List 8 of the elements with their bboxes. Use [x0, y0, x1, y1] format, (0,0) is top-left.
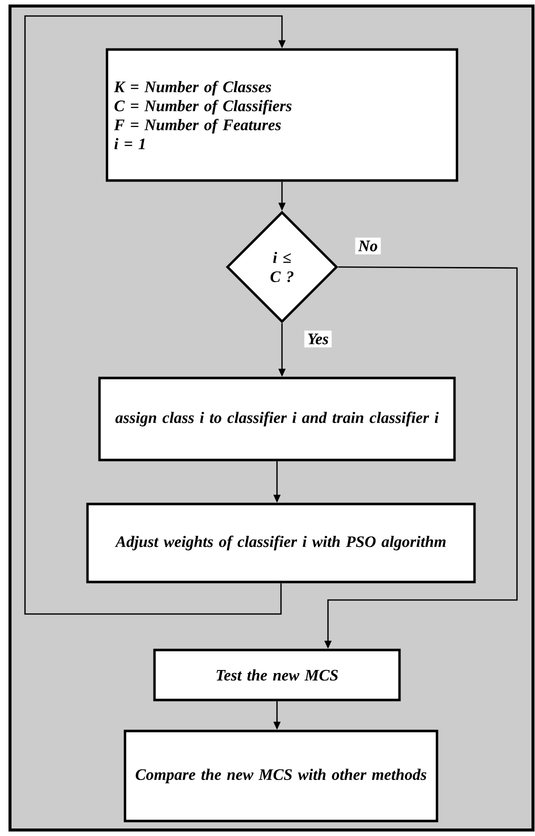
process-box: assign class i to classifier i and train classifier i — [98, 376, 456, 462]
process-box: Adjust weights of classifier i with PSO algorithm — [86, 502, 476, 584]
edge-label: No — [355, 238, 381, 254]
arrow — [24, 15, 286, 615]
edge-label: Yes — [304, 330, 332, 348]
process-box: Test the new MCS — [153, 648, 401, 702]
process-box: Compare the new MCS with other methods — [124, 730, 438, 822]
process-box: K = Number of Classes C = Number of Classifiers F = Number of Features i = 1 — [106, 48, 458, 182]
